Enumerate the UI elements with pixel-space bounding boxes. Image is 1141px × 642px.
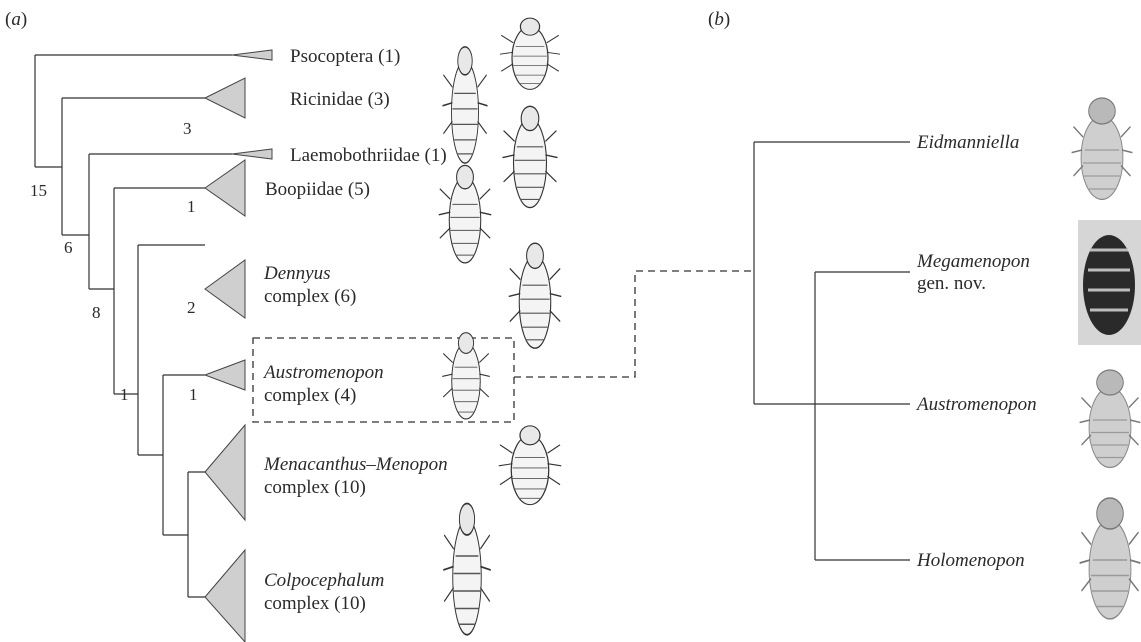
support-root: 15 bbox=[30, 181, 47, 200]
colpocephalum-illustration bbox=[443, 504, 491, 635]
panel-a-label: (a) bbox=[5, 9, 27, 30]
clade-triangles bbox=[205, 50, 272, 642]
laemobothriidae-illustration bbox=[503, 106, 558, 207]
label-eidmanniella: Eidmanniella bbox=[916, 132, 1019, 153]
panel-b-label: (b) bbox=[708, 9, 730, 30]
label-menacanthus: Menacanthus–Menopon bbox=[263, 454, 448, 475]
triangle-colpocephalum bbox=[205, 550, 245, 642]
label-menacanthus-suffix: complex (10) bbox=[264, 477, 366, 498]
label-austromenopon: Austromenopon bbox=[262, 362, 384, 383]
label-holomenopon: Holomenopon bbox=[916, 550, 1025, 571]
austromenopon-photo bbox=[1080, 370, 1141, 468]
label-psocoptera: Psocoptera (1) bbox=[290, 46, 400, 67]
boopiidae-illustration bbox=[439, 165, 492, 262]
clade-labels: Psocoptera (1) Ricinidae (3) Laemobothri… bbox=[262, 46, 448, 614]
support-dennyus: 2 bbox=[187, 298, 196, 317]
austromenopon-illustration bbox=[442, 333, 490, 419]
triangle-austromenopon bbox=[205, 360, 245, 390]
label-megamenopon: Megamenopon bbox=[916, 251, 1030, 272]
louse-illustrations-a bbox=[439, 18, 562, 635]
label-colpocephalum: Colpocephalum bbox=[264, 570, 384, 591]
eidmanniella-photo bbox=[1072, 98, 1133, 199]
support-ricinidae: 3 bbox=[183, 119, 192, 138]
label-laemobothriidae: Laemobothriidae (1) bbox=[290, 145, 447, 166]
label-colpocephalum-suffix: complex (10) bbox=[264, 593, 366, 614]
label-ricinidae: Ricinidae (3) bbox=[290, 89, 390, 110]
support-austromenopon: 1 bbox=[189, 385, 198, 404]
megamenopon-photo bbox=[1078, 220, 1141, 345]
label-megamenopon-suffix: gen. nov. bbox=[917, 273, 986, 294]
menacanthus-illustration bbox=[499, 426, 562, 505]
triangle-dennyus bbox=[205, 260, 245, 318]
tree-b-branches bbox=[754, 142, 910, 560]
louse-photos-b bbox=[1072, 98, 1141, 619]
label-boopiidae: Boopiidae (5) bbox=[265, 179, 370, 200]
support-boopiidae: 1 bbox=[187, 197, 196, 216]
taxa-labels-b: Eidmanniella Megamenopon gen. nov. Austr… bbox=[915, 132, 1037, 571]
label-dennyus: Dennyus bbox=[263, 263, 330, 284]
support-node-1: 1 bbox=[120, 385, 129, 404]
triangle-boopiidae bbox=[205, 160, 245, 216]
triangle-ricinidae bbox=[205, 78, 245, 118]
label-dennyus-suffix: complex (6) bbox=[264, 286, 356, 307]
ricinidae-illustration bbox=[443, 47, 488, 163]
dennyus-illustration bbox=[509, 243, 562, 348]
holomenopon-photo bbox=[1080, 498, 1141, 619]
label-austromenopon-b: Austromenopon bbox=[915, 394, 1037, 415]
label-austromenopon-suffix: complex (4) bbox=[264, 385, 356, 406]
tree-a-branches bbox=[35, 55, 232, 597]
support-node-8: 8 bbox=[92, 303, 101, 322]
psocoptera-illustration bbox=[500, 18, 560, 89]
triangle-menacanthus bbox=[205, 425, 245, 520]
triangle-laemobothriidae bbox=[232, 149, 272, 159]
support-node-6: 6 bbox=[64, 238, 73, 257]
triangle-psocoptera bbox=[232, 50, 272, 60]
